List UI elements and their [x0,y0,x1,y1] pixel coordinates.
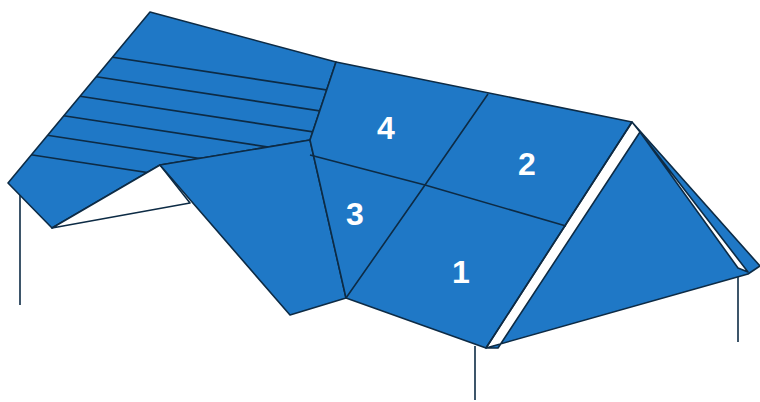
callout-number: 4 [377,112,395,144]
support-post [474,346,476,400]
panel-divider [346,94,488,298]
gable-underside [640,132,748,272]
roof-rake [486,122,760,348]
callout-number: 3 [346,198,364,230]
support-post [19,186,21,305]
callout-number: 1 [452,256,470,288]
callout-number: 2 [518,148,536,180]
roof-edge [486,122,632,348]
support-post [737,268,739,342]
